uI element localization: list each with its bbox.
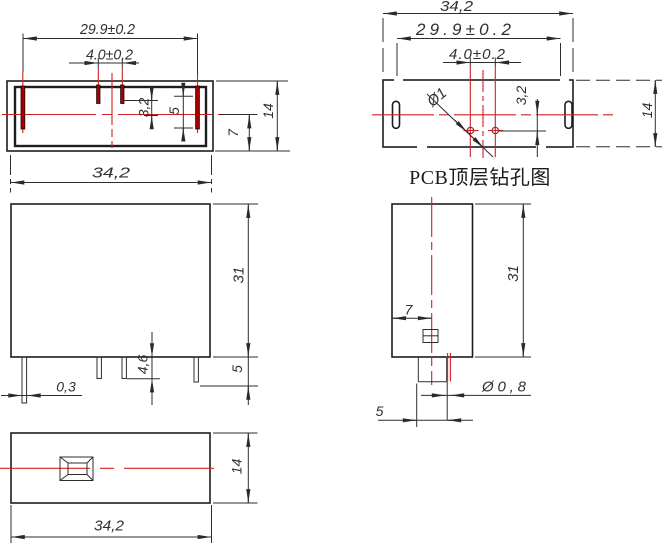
- dim-label-pcb-width: 29.9±0.2: [415, 20, 512, 39]
- dim-label-top-overall-width: 34,2: [92, 165, 131, 182]
- dim-label-top-pin-offset: 3,2: [136, 98, 152, 118]
- bottom-view: 14 34,2: [0, 432, 258, 543]
- side-view-pin-section: [422, 329, 439, 343]
- dim-label-top-slot-offset: 5: [166, 107, 182, 115]
- dim-label-bottom-overall-width: 34,2: [94, 518, 125, 535]
- dim-label-top-pin-spacing: 4.0±0.2: [86, 47, 134, 64]
- dim-label-pcb-height: 14: [639, 103, 655, 119]
- dim-label-side-pin-dia: Ø0,8: [481, 379, 527, 396]
- dim-label-side-height: 31: [505, 265, 522, 282]
- dim-label-front-pin-length: 5: [229, 365, 245, 373]
- pcb-drill-view: Ø1 34,2 29.9±0.2 4.0±0.2 3,2 14: [372, 0, 662, 189]
- dim-label-front-pin-thickness: 0,3: [56, 379, 76, 395]
- dim-label-pcb-hole-dia: Ø1: [423, 85, 450, 112]
- bottom-view-marking: [59, 456, 94, 481]
- top-view: 29.9±0.2 4.0±0.2 3,2 5 7 14: [2, 21, 290, 193]
- dim-label-side-pin-position: 7: [405, 302, 414, 318]
- pcb-view-caption: PCB顶层钻孔图: [409, 166, 551, 189]
- dim-label-pcb-hole-offset: 3,2: [513, 86, 529, 106]
- dim-label-pcb-overall-width: 34,2: [440, 0, 474, 15]
- dim-label-bottom-height: 14: [229, 459, 245, 475]
- front-view: 31 5 4,6 0,3: [1, 203, 258, 405]
- dim-label-top-half-height: 7: [225, 128, 241, 137]
- dim-label-front-pin-length-short: 4,6: [135, 355, 151, 375]
- dim-label-pcb-hole-spacing: 4.0±0.2: [449, 46, 506, 63]
- dim-label-front-height: 31: [231, 267, 248, 284]
- dim-label-top-height: 14: [260, 103, 276, 119]
- dim-label-top-width: 29.9±0.2: [79, 21, 136, 38]
- side-view: 7 31 Ø0,8 5: [376, 197, 531, 427]
- dim-label-side-pin-offset: 5: [376, 403, 384, 419]
